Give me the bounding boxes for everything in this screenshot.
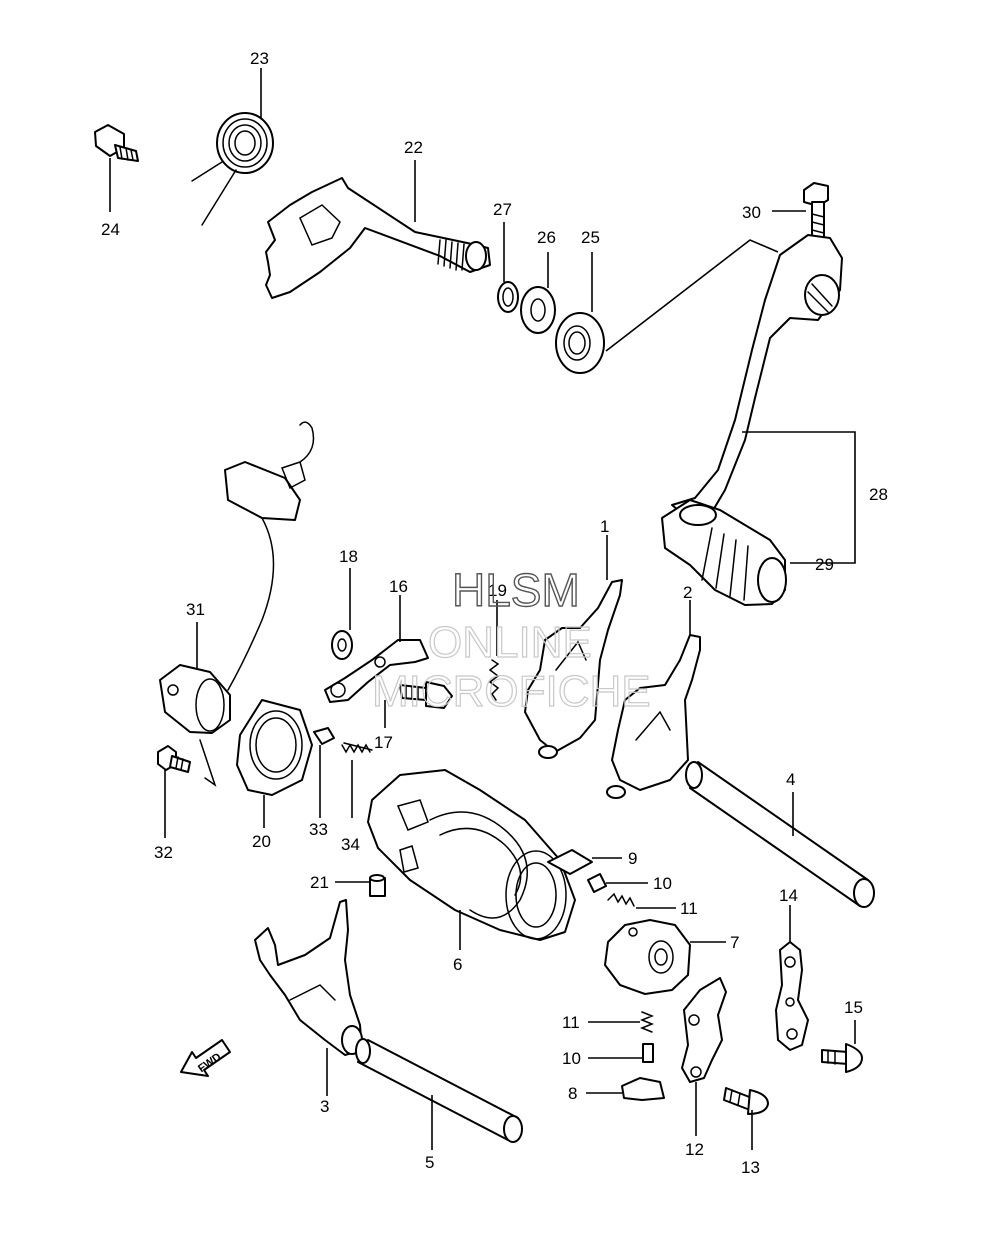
callout-3: 3 <box>320 1097 329 1116</box>
callout-25: 25 <box>581 228 600 247</box>
part-20-cam[interactable] <box>236 699 313 796</box>
callout-15: 15 <box>844 998 863 1017</box>
callout-2: 2 <box>683 583 692 602</box>
callout-13: 13 <box>741 1158 760 1177</box>
part-16-stopper-arm[interactable] <box>324 639 429 703</box>
part-10-pin-lower[interactable] <box>642 1043 654 1063</box>
callout-16: 16 <box>389 577 408 596</box>
part-33-pin[interactable] <box>313 727 335 745</box>
part-21-pin[interactable] <box>369 874 386 897</box>
watermark-line-2: ONLINE <box>428 618 592 667</box>
part-15-screw[interactable] <box>821 1043 863 1073</box>
part-22-shaft[interactable] <box>265 177 491 299</box>
watermark-line-3: MICROFICHE <box>372 667 651 716</box>
part-23-spring[interactable] <box>191 112 274 226</box>
part-18-washer[interactable] <box>331 630 353 660</box>
callout-1: 1 <box>600 517 609 536</box>
part-11-spring-upper[interactable] <box>607 892 635 907</box>
part-25-oil-seal[interactable] <box>555 312 605 374</box>
part-4-shaft[interactable] <box>685 761 875 908</box>
part-5-shaft[interactable] <box>355 1038 523 1143</box>
part-34-spring[interactable] <box>341 742 373 754</box>
callout-8: 8 <box>568 1084 577 1103</box>
callout-12: 12 <box>685 1140 704 1159</box>
callout-10b: 10 <box>562 1049 581 1068</box>
callout-11b: 11 <box>562 1013 580 1032</box>
callout-5: 5 <box>425 1153 434 1172</box>
part-2-shift-fork[interactable] <box>606 634 701 799</box>
part-8-plate[interactable] <box>621 1077 665 1101</box>
part-32-screw[interactable] <box>157 745 191 773</box>
callout-4: 4 <box>786 770 795 789</box>
part-14-plate[interactable] <box>775 941 809 1051</box>
callout-32: 32 <box>154 843 173 862</box>
callout-20: 20 <box>252 832 271 851</box>
part-29-kick-rubber[interactable] <box>661 499 787 606</box>
callout-11a: 11 <box>680 899 698 918</box>
callout-31: 31 <box>186 600 205 619</box>
callout-29: 29 <box>815 555 834 574</box>
callout-26: 26 <box>537 228 556 247</box>
part-12-pawl-lifter[interactable] <box>681 977 727 1083</box>
callout-22: 22 <box>404 138 423 157</box>
callout-10a: 10 <box>653 874 672 893</box>
part-1-shift-fork[interactable] <box>524 579 623 759</box>
part-31-position-switch[interactable] <box>159 421 315 734</box>
callout-23: 23 <box>250 49 269 68</box>
part-28-kick-lever[interactable] <box>671 234 843 521</box>
part-19-spring[interactable] <box>488 659 500 701</box>
callout-19: 19 <box>488 581 507 600</box>
watermark: HLSM ONLINE MICROFICHE <box>371 563 651 716</box>
part-17-bolt[interactable] <box>399 681 453 709</box>
callout-24: 24 <box>101 220 120 239</box>
callout-6: 6 <box>453 955 462 974</box>
part-11-spring-lower[interactable] <box>639 1011 655 1033</box>
callout-30: 30 <box>742 203 761 222</box>
callout-7: 7 <box>730 933 739 952</box>
part-10-pin-upper[interactable] <box>587 873 607 893</box>
callout-21: 21 <box>310 873 329 892</box>
part-13-screw[interactable] <box>723 1087 769 1115</box>
callout-9: 9 <box>628 849 637 868</box>
part-7-star-cam[interactable] <box>604 919 691 995</box>
part-3-shift-fork[interactable] <box>254 899 363 1056</box>
callout-18: 18 <box>339 547 358 566</box>
watermark-line-1: HLSM <box>452 564 580 616</box>
callout-27: 27 <box>493 200 512 219</box>
part-26-washer[interactable] <box>520 286 556 334</box>
part-6-shift-drum[interactable] <box>367 769 593 941</box>
callout-28: 28 <box>869 485 888 504</box>
callout-17: 17 <box>374 733 393 752</box>
callout-33: 33 <box>309 820 328 839</box>
callout-34: 34 <box>341 835 360 854</box>
callout-14: 14 <box>779 886 798 905</box>
fwd-arrow-icon: FWD <box>180 1039 231 1077</box>
part-27-circlip[interactable] <box>497 281 519 313</box>
part-24-bolt[interactable] <box>94 124 139 162</box>
